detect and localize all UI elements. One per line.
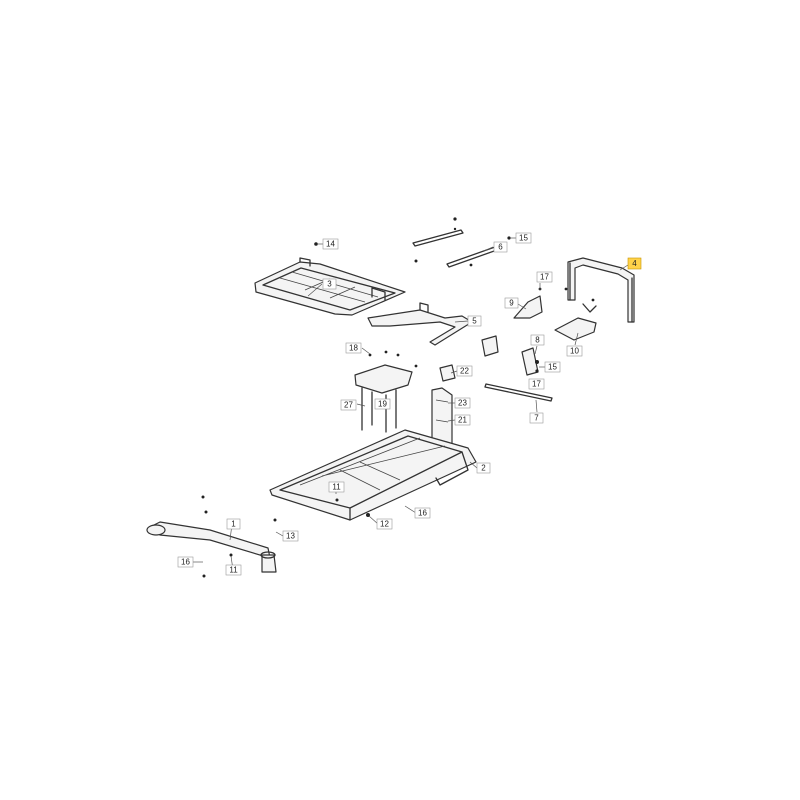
svg-text:9: 9 xyxy=(509,299,514,308)
callout-17-upper: 17 xyxy=(536,271,553,283)
callout-22: 22 xyxy=(456,365,473,377)
callout-21: 21 xyxy=(454,414,471,426)
svg-text:3: 3 xyxy=(327,280,332,289)
part-main-chassis xyxy=(269,429,477,521)
svg-text:19: 19 xyxy=(378,400,387,409)
callout-6: 6 xyxy=(493,241,508,253)
svg-text:16: 16 xyxy=(418,509,427,518)
callout-3: 3 xyxy=(322,278,337,290)
svg-text:6: 6 xyxy=(498,243,503,252)
callout-9: 9 xyxy=(504,297,519,309)
svg-text:27: 27 xyxy=(344,401,353,410)
callout-8: 8 xyxy=(530,334,545,346)
part-seat-mount xyxy=(354,364,413,433)
part-shaft xyxy=(484,383,553,402)
svg-text:23: 23 xyxy=(458,399,467,408)
callout-4[interactable]: 4 xyxy=(627,257,642,270)
part-upper-rod xyxy=(412,229,464,247)
svg-text:13: 13 xyxy=(286,532,295,541)
callout-27: 27 xyxy=(340,399,357,411)
part-axle-bracket xyxy=(367,302,473,346)
callout-16-right: 16 xyxy=(414,507,431,519)
svg-text:10: 10 xyxy=(570,347,579,356)
callout-17-lower: 17 xyxy=(528,378,545,390)
svg-text:12: 12 xyxy=(380,520,389,529)
svg-text:22: 22 xyxy=(460,367,469,376)
part-lower-rod xyxy=(446,246,498,268)
callout-23: 23 xyxy=(454,397,471,409)
part-bracket-22 xyxy=(439,364,456,382)
svg-text:18: 18 xyxy=(349,344,358,353)
callout-18: 18 xyxy=(345,342,362,354)
svg-text:17: 17 xyxy=(532,380,541,389)
callout-5: 5 xyxy=(467,315,482,327)
callout-12: 12 xyxy=(376,518,393,530)
svg-text:15: 15 xyxy=(519,234,528,243)
svg-text:5: 5 xyxy=(472,317,477,326)
svg-text:21: 21 xyxy=(458,416,467,425)
callout-1: 1 xyxy=(226,518,241,530)
callout-11-upper: 11 xyxy=(328,481,345,493)
svg-text:11: 11 xyxy=(332,483,341,492)
svg-text:4: 4 xyxy=(632,259,637,268)
svg-text:14: 14 xyxy=(326,240,335,249)
svg-text:7: 7 xyxy=(534,414,539,423)
callout-2: 2 xyxy=(476,462,491,474)
svg-text:2: 2 xyxy=(481,464,486,473)
callout-14: 14 xyxy=(322,238,339,250)
part-front-axle xyxy=(146,521,277,573)
callout-16-left: 16 xyxy=(177,556,194,568)
part-roll-bar xyxy=(567,257,635,323)
svg-text:15: 15 xyxy=(548,363,557,372)
svg-text:17: 17 xyxy=(540,273,549,282)
callout-11-lower: 11 xyxy=(225,564,242,576)
callout-15-upper: 15 xyxy=(515,232,532,244)
part-bracket-9 xyxy=(513,295,543,319)
svg-text:8: 8 xyxy=(535,336,540,345)
svg-text:11: 11 xyxy=(229,566,238,575)
part-bracket-mid xyxy=(481,335,499,357)
callout-15-lower: 15 xyxy=(544,361,561,373)
callout-7: 7 xyxy=(529,412,544,424)
callout-19: 19 xyxy=(374,398,391,410)
callout-10: 10 xyxy=(566,345,583,357)
svg-text:1: 1 xyxy=(231,520,236,529)
callout-13: 13 xyxy=(282,530,299,542)
svg-text:16: 16 xyxy=(181,558,190,567)
part-bracket-10 xyxy=(554,303,597,341)
